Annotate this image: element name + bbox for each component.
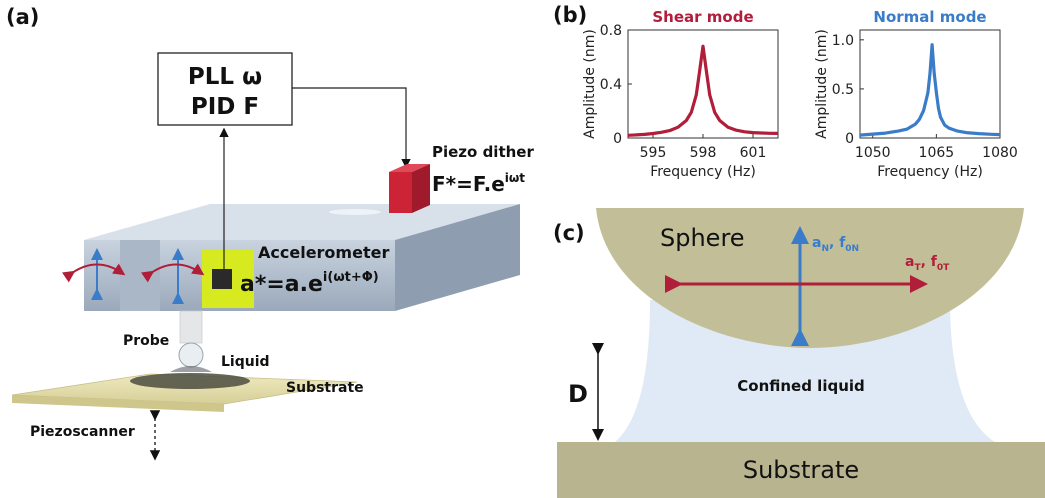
chart-2-title: Normal mode [873, 8, 986, 26]
liquid-label: Liquid [221, 354, 270, 370]
controller-pid: PID F [191, 94, 259, 120]
liquid-shadow [130, 373, 250, 389]
accelerometer-label: Accelerometer [258, 243, 389, 262]
chart-2-ylabel: Amplitude (nm) [814, 29, 830, 139]
chart-2-xtick-label: 1065 [919, 145, 955, 161]
chart-2-ytick-label: 0 [845, 131, 854, 147]
controller-pll: PLL ω [188, 64, 262, 90]
chart-1-ylabel: Amplitude (nm) [582, 29, 598, 139]
sphere-label: Sphere [660, 224, 745, 252]
chart-2-xtick-label: 1080 [982, 145, 1018, 161]
panel-label-c: (c) [553, 221, 585, 245]
chart-1-xtick-label: 601 [740, 145, 767, 161]
probe-label: Probe [123, 333, 169, 349]
beam-rotation-arrow-left [62, 263, 126, 283]
chart-2-xlabel: Frequency (Hz) [877, 164, 983, 180]
beam-rotation-arrow-right [141, 263, 205, 283]
chart-1-ytick-label: 0.8 [600, 23, 622, 39]
confined-liquid-label: Confined liquid [737, 377, 865, 395]
panel-label-b: (b) [553, 3, 587, 27]
force-formula: F*=F.eiωt [432, 171, 525, 196]
probe-sphere [178, 342, 204, 368]
chart-1-ytick-label: 0 [613, 131, 622, 147]
substrate-block [557, 442, 1045, 498]
beam-highlight [329, 209, 381, 215]
chart-2-ytick-label: 0.5 [832, 82, 854, 98]
chart-2-frame [859, 29, 1001, 139]
beam-side [395, 204, 520, 311]
piezo-block [389, 172, 412, 213]
signal-line-to-piezo [292, 87, 411, 169]
confined-liquid [615, 300, 995, 442]
beam-slot [120, 240, 160, 311]
chart-1-series-line [627, 44, 779, 137]
chart-1-title: Shear mode [652, 8, 753, 26]
piezo-dither-label: Piezo dither [432, 143, 534, 161]
controller-box [157, 52, 293, 126]
substrate-slab-front [12, 395, 224, 412]
substrate-label-c: Substrate [743, 456, 859, 484]
chart-2-xtick-label: 1050 [855, 145, 891, 161]
piezoscanner-label: Piezoscanner [30, 424, 135, 440]
chart-1-xtick-label: 595 [640, 145, 667, 161]
chart-1-xtick-label: 598 [690, 145, 717, 161]
panel-label-a: (a) [6, 5, 39, 29]
gap-label: D [568, 380, 588, 408]
chart-2-ytick-label: 1.0 [832, 33, 854, 49]
substrate-label-a: Substrate [286, 380, 364, 396]
probe-stem [179, 310, 203, 344]
chart-1-xlabel: Frequency (Hz) [650, 164, 756, 180]
liquid-meniscus [170, 366, 212, 372]
accelerometer-chip [212, 269, 232, 289]
accel-formula: a*=a.ei(ωt+Φ) [240, 270, 379, 297]
tangential-label: aT, f0T [905, 254, 950, 273]
piezo-side [412, 164, 430, 213]
normal-label: aN, f0N [812, 235, 859, 254]
piezo-top [389, 164, 430, 172]
chart-1-ytick-label: 0.4 [600, 77, 622, 93]
chart-2-series-line [859, 43, 1001, 137]
